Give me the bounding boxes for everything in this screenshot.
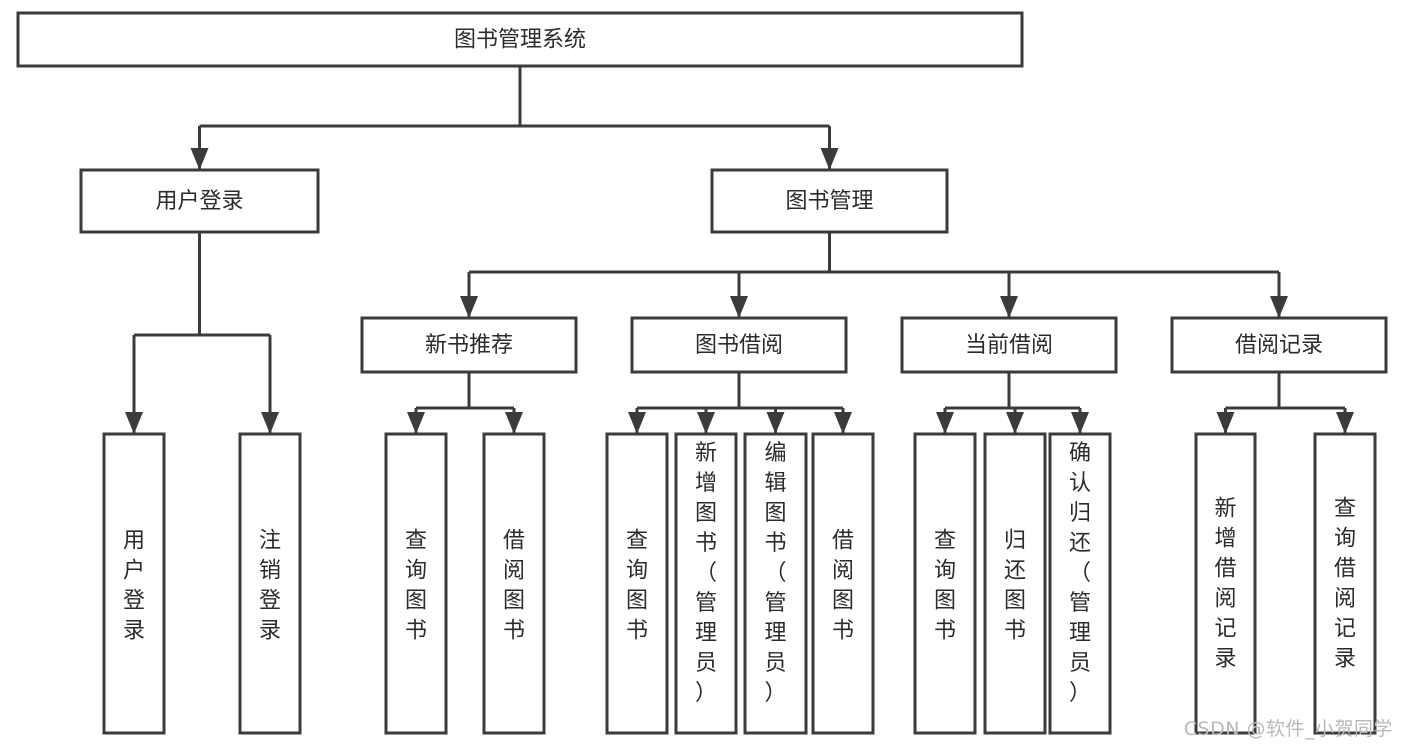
- node-borrow-record[interactable]: 借阅记录: [1170, 316, 1388, 374]
- node-box-leaf-add-book-admin: [674, 432, 738, 735]
- node-book-borrow[interactable]: 图书借阅: [630, 316, 848, 374]
- arrow-icon-leaf-logout: [261, 412, 279, 434]
- node-leaf-query-book-borrow[interactable]: 查询图书: [605, 432, 669, 735]
- arrow-icon-leaf-add-borrow-record: [1216, 412, 1235, 434]
- node-label-leaf-edit-book-admin: 编辑图书（管理员）: [764, 441, 786, 706]
- node-label-root: 图书管理系统: [454, 28, 586, 53]
- node-box-leaf-logout: [238, 432, 302, 735]
- node-leaf-query-borrow-record[interactable]: 查询借阅记录: [1313, 432, 1377, 735]
- node-leaf-borrow-book-recommend[interactable]: 借阅图书: [482, 432, 546, 735]
- node-layer: 图书管理系统用户登录图书管理新书推荐图书借阅当前借阅借阅记录用户登录注销登录查询…: [16, 11, 1388, 735]
- arrow-icon-new-book-recommend: [460, 296, 478, 318]
- node-current-borrow[interactable]: 当前借阅: [900, 316, 1118, 374]
- node-box-leaf-query-book-recommend: [384, 432, 448, 735]
- node-label-leaf-add-borrow-record: 新增借阅记录: [1214, 497, 1236, 672]
- arrow-icon-leaf-return-book: [1006, 412, 1024, 434]
- arrow-icon-user-login: [190, 148, 209, 170]
- node-box-borrow-record: [1170, 316, 1388, 374]
- node-box-leaf-add-borrow-record: [1194, 432, 1257, 735]
- node-label-new-book-recommend: 新书推荐: [425, 333, 513, 358]
- node-leaf-edit-book-admin[interactable]: 编辑图书（管理员）: [743, 432, 808, 735]
- node-label-leaf-query-book-current: 查询图书: [934, 529, 956, 644]
- node-label-current-borrow: 当前借阅: [965, 333, 1053, 358]
- node-leaf-user-login[interactable]: 用户登录: [102, 432, 166, 735]
- node-label-leaf-query-borrow-record: 查询借阅记录: [1334, 497, 1356, 672]
- arrow-icon-leaf-user-login: [125, 412, 143, 434]
- arrow-icon-borrow-record: [1270, 296, 1288, 318]
- arrow-icon-leaf-query-book-recommend: [407, 412, 425, 434]
- node-label-leaf-borrow-book-recommend: 借阅图书: [503, 529, 525, 644]
- node-label-leaf-user-login: 用户登录: [123, 529, 145, 644]
- arrow-icon-leaf-edit-book-admin: [766, 412, 785, 434]
- node-box-leaf-confirm-return-admin: [1048, 432, 1112, 735]
- node-box-user-login: [79, 168, 320, 234]
- arrow-icon-leaf-confirm-return-admin: [1071, 412, 1089, 434]
- arrow-icon-leaf-query-book-current: [936, 412, 954, 434]
- node-box-leaf-query-borrow-record: [1313, 432, 1377, 735]
- node-leaf-add-borrow-record[interactable]: 新增借阅记录: [1194, 432, 1257, 735]
- node-box-leaf-return-book: [983, 432, 1047, 735]
- arrow-icon-leaf-borrow-book: [834, 412, 852, 434]
- node-leaf-query-book-current[interactable]: 查询图书: [913, 432, 977, 735]
- node-box-new-book-recommend: [360, 316, 578, 374]
- node-label-leaf-query-book-recommend: 查询图书: [405, 529, 427, 644]
- node-box-book-borrow: [630, 316, 848, 374]
- node-leaf-return-book[interactable]: 归还图书: [983, 432, 1047, 735]
- arrow-icon-leaf-query-book-borrow: [628, 412, 646, 434]
- node-label-user-login: 用户登录: [155, 189, 243, 214]
- node-root[interactable]: 图书管理系统: [16, 11, 1024, 68]
- node-new-book-recommend[interactable]: 新书推荐: [360, 316, 578, 374]
- node-label-leaf-return-book: 归还图书: [1004, 529, 1026, 644]
- arrow-icon-leaf-borrow-book-recommend: [505, 412, 523, 434]
- arrow-icon-leaf-add-book-admin: [697, 412, 715, 434]
- node-box-leaf-borrow-book: [811, 432, 875, 735]
- csdn-watermark: CSDN @软件_小贺同学: [1183, 718, 1393, 740]
- node-leaf-confirm-return-admin[interactable]: 确认归还（管理员）: [1048, 432, 1112, 735]
- node-label-leaf-borrow-book: 借阅图书: [832, 529, 854, 644]
- arrow-icon-book-borrow: [730, 296, 748, 318]
- node-label-leaf-query-book-borrow: 查询图书: [626, 529, 648, 644]
- node-box-root: [16, 11, 1024, 68]
- arrow-icon-leaf-query-borrow-record: [1336, 412, 1354, 434]
- connector-layer: [125, 66, 1354, 434]
- node-label-borrow-record: 借阅记录: [1235, 333, 1323, 358]
- node-box-book-manage: [710, 168, 949, 234]
- node-label-book-manage: 图书管理: [785, 189, 873, 214]
- node-leaf-add-book-admin[interactable]: 新增图书（管理员）: [674, 432, 738, 735]
- node-book-manage[interactable]: 图书管理: [710, 168, 949, 234]
- node-box-leaf-query-book-current: [913, 432, 977, 735]
- node-box-current-borrow: [900, 316, 1118, 374]
- node-leaf-borrow-book[interactable]: 借阅图书: [811, 432, 875, 735]
- node-box-leaf-query-book-borrow: [605, 432, 669, 735]
- node-box-leaf-user-login: [102, 432, 166, 735]
- node-user-login[interactable]: 用户登录: [79, 168, 320, 234]
- arrow-icon-current-borrow: [1000, 296, 1018, 318]
- node-leaf-query-book-recommend[interactable]: 查询图书: [384, 432, 448, 735]
- node-label-leaf-confirm-return-admin: 确认归还（管理员）: [1069, 441, 1091, 706]
- node-label-leaf-add-book-admin: 新增图书（管理员）: [695, 441, 717, 706]
- arrow-icon-book-manage: [820, 148, 839, 170]
- node-box-leaf-borrow-book-recommend: [482, 432, 546, 735]
- node-label-book-borrow: 图书借阅: [695, 333, 783, 358]
- node-box-leaf-edit-book-admin: [743, 432, 808, 735]
- node-label-leaf-logout: 注销登录: [259, 529, 281, 644]
- node-leaf-logout[interactable]: 注销登录: [238, 432, 302, 735]
